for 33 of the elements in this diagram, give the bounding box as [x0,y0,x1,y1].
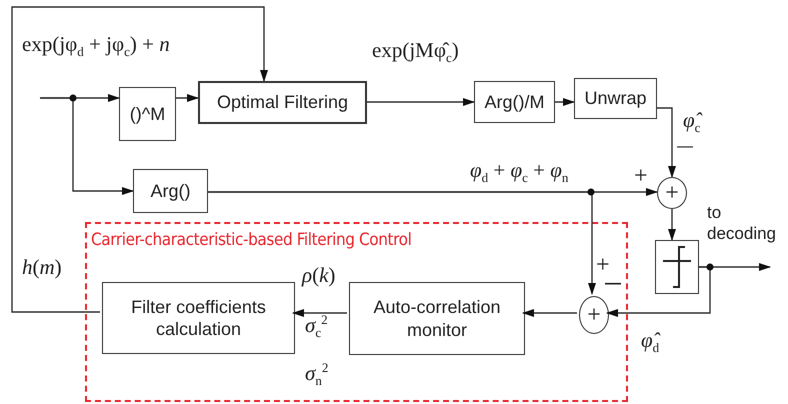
dashed-group-frame [85,222,628,402]
process-box: Auto-correlation monitor [349,282,525,355]
signal-label: exp(jMφ̂$_{c}$) [372,38,459,66]
group-heading: Carrier-characteristic-based Filtering Control [91,230,412,252]
arrow [292,309,347,317]
arrow [208,191,596,295]
signal-label: h(m) [22,255,62,280]
process-box: Unwrap [574,78,657,119]
arrow [657,107,676,178]
signal-label: φ$_{d}$ + φ$_{c}$ + φ$_{n}$ [470,158,568,186]
arrow [606,266,711,317]
output-label: to decoding [707,202,778,244]
signal-label: ρ(k) [302,263,336,288]
summing-junction: + [579,296,609,334]
arrow [522,309,577,317]
arrow [176,94,199,102]
process-box: Arg() [133,169,208,213]
arrow [668,209,676,241]
sign-label: + [634,163,648,190]
summing-junction: + [657,177,687,209]
process-box: Filter coefficients calculation [102,282,295,354]
process-box: ()^M [119,87,176,141]
arrow [367,98,475,106]
signal-label: φ̂$_{d}$ [641,328,660,356]
signal-label: φ̂$_{c}$ [683,108,700,136]
signal-label: exp(jφ$_{d}$ + jφ$_{c}$) + n [22,32,170,60]
process-box: Optimal Filtering [198,81,367,124]
arrow [40,97,134,195]
arrow [555,98,575,106]
arrow [11,6,268,313]
slicer-box [655,240,699,294]
process-box: Arg()/M [474,81,555,123]
sign-label: — [677,138,693,156]
